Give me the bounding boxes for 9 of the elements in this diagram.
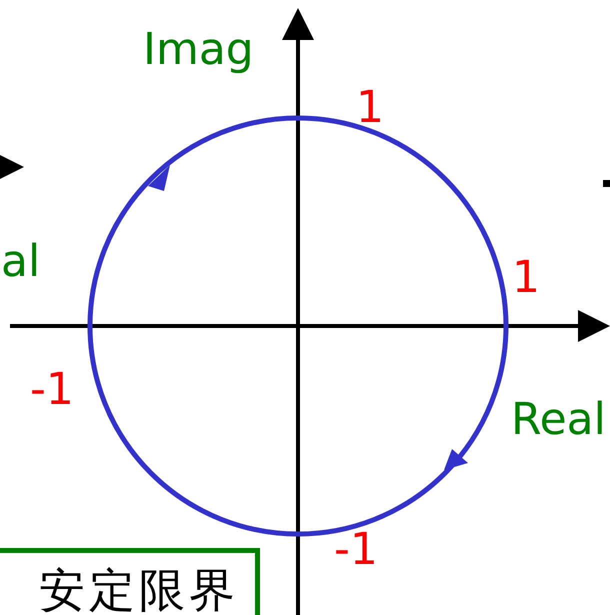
axis-label: al — [1, 240, 40, 284]
tick-label: -1 — [334, 528, 378, 572]
axis-label: Imag — [143, 28, 254, 72]
tick-label: 1 — [512, 256, 540, 300]
text-box — [0, 548, 260, 615]
axis-label: Real — [511, 398, 606, 442]
tick-label: -1 — [30, 368, 74, 412]
box-text: 安定限界 — [39, 567, 239, 613]
tick-label: 1 — [356, 86, 384, 130]
